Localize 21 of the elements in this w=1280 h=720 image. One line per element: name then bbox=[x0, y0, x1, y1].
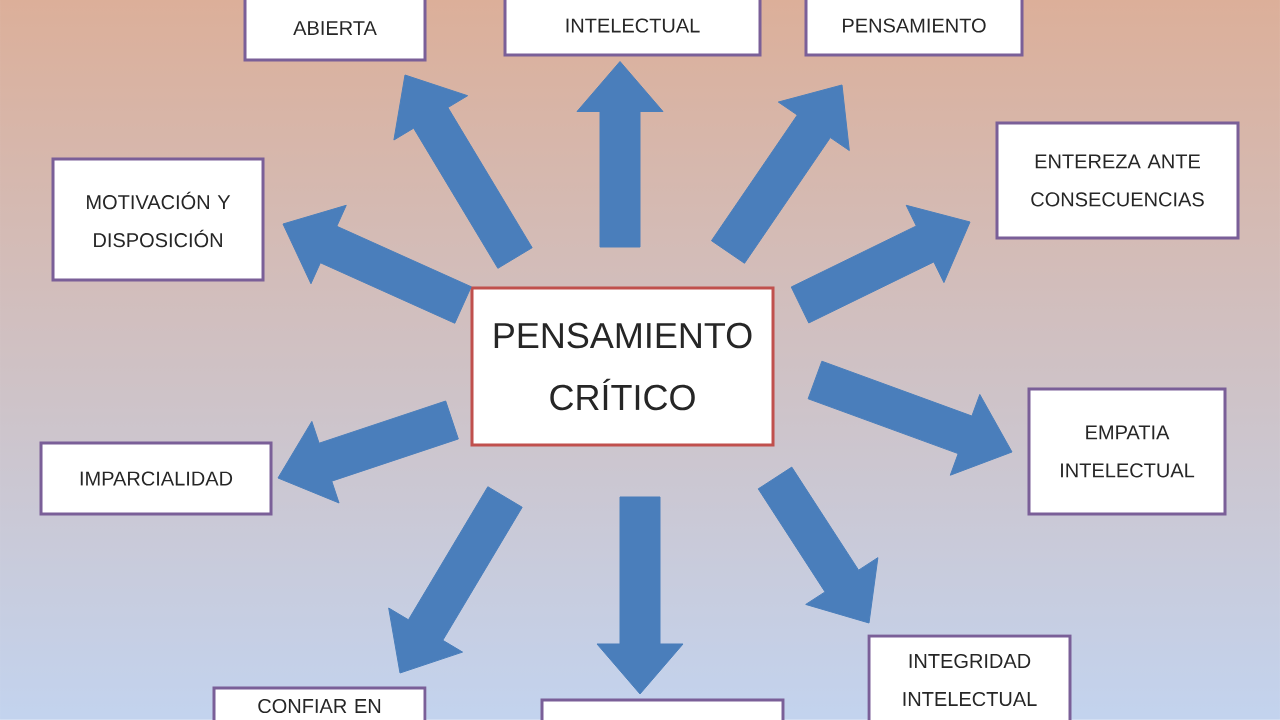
block-arrow bbox=[393, 74, 533, 269]
concept-box: INTELECTUAL bbox=[503, 0, 762, 57]
block-arrow bbox=[282, 204, 472, 324]
concept-box bbox=[540, 698, 785, 720]
concept-box: INTEGRIDAD INTELECTUAL bbox=[867, 634, 1072, 720]
block-arrow bbox=[576, 61, 664, 248]
main-concept-box: PENSAMIENTO CRÍTICO bbox=[470, 286, 775, 447]
concept-box: MOTIVACIÓN Y DISPOSICIÓN bbox=[51, 157, 265, 282]
block-arrow bbox=[807, 360, 1013, 476]
block-arrow bbox=[711, 84, 850, 264]
concept-box: PENSAMIENTO bbox=[804, 0, 1024, 57]
concept-box: ENTEREZA ANTE CONSECUENCIAS bbox=[995, 121, 1240, 240]
concept-box: IMPARCIALIDAD bbox=[39, 441, 273, 516]
block-arrow bbox=[277, 400, 459, 504]
block-arrow bbox=[790, 204, 971, 324]
concept-box: ABIERTA bbox=[243, 0, 427, 62]
concept-box: EMPATIA INTELECTUAL bbox=[1027, 387, 1227, 516]
block-arrow bbox=[757, 466, 879, 624]
block-arrow bbox=[388, 486, 523, 674]
block-arrow bbox=[596, 496, 684, 695]
concept-box: CONFIAR EN bbox=[212, 686, 427, 720]
